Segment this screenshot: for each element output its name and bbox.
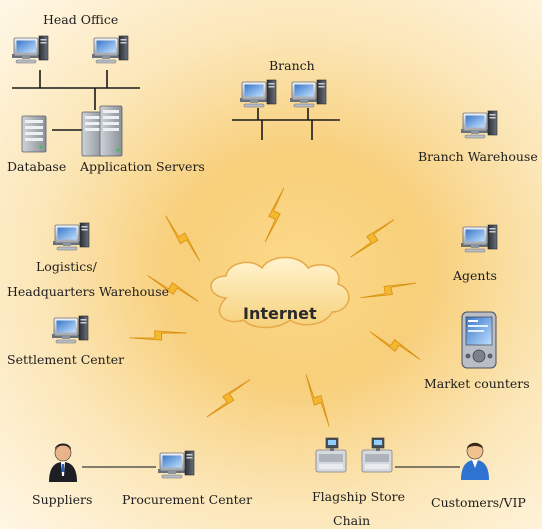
branch-lan <box>232 108 340 140</box>
database-label: Database <box>7 159 67 174</box>
branch-warehouse-pc-icon <box>460 110 498 139</box>
customers-vip-label: Customers/VIP <box>431 495 526 510</box>
database-server-icon <box>21 115 47 153</box>
internet-cloud <box>210 256 350 329</box>
settlement-center-label: Settlement Center <box>7 352 125 367</box>
logistics-pc-icon <box>52 222 90 251</box>
bolt-head-office <box>157 215 208 262</box>
head-office-lan <box>12 70 140 131</box>
branch-pc-1-icon <box>239 79 277 108</box>
suppliers-label: Suppliers <box>32 492 93 507</box>
register-1-icon <box>315 437 347 473</box>
bolt-settlement <box>129 321 188 349</box>
bolt-agents <box>360 272 417 309</box>
flagship-store-label: Flagship Store <box>312 489 406 504</box>
register-2-icon <box>361 437 393 473</box>
branch-label: Branch <box>269 58 315 73</box>
head-office-pc-2-icon <box>91 35 129 64</box>
internet-label: Internet <box>243 304 317 323</box>
logistics-label-line2: Headquarters Warehouse <box>7 284 170 299</box>
market-counters-label: Market counters <box>424 376 530 391</box>
agents-pc-icon <box>460 224 498 253</box>
logistics-label-line1: Logistics/ <box>36 259 97 274</box>
bolt-market <box>366 331 424 360</box>
bolt-branch <box>264 186 285 245</box>
bolt-flagship <box>296 373 339 427</box>
settlement-pc-icon <box>51 315 89 344</box>
customer-person-icon <box>461 442 489 480</box>
branch-warehouse-label: Branch Warehouse <box>418 149 538 164</box>
pda-icon <box>461 311 497 369</box>
chain-label: Chain <box>333 513 371 528</box>
application-servers-icon <box>81 105 123 157</box>
head-office-pc-1-icon <box>11 35 49 64</box>
application-servers-label: Application Servers <box>80 159 205 174</box>
procurement-center-label: Procurement Center <box>122 492 253 507</box>
supplier-person-icon <box>49 443 77 482</box>
agents-label: Agents <box>453 268 497 283</box>
branch-pc-2-icon <box>289 79 327 108</box>
bolt-branch-warehouse <box>350 212 395 265</box>
head-office-label: Head Office <box>43 12 119 27</box>
procurement-pc-icon <box>157 450 195 479</box>
bolt-procurement <box>206 372 251 425</box>
